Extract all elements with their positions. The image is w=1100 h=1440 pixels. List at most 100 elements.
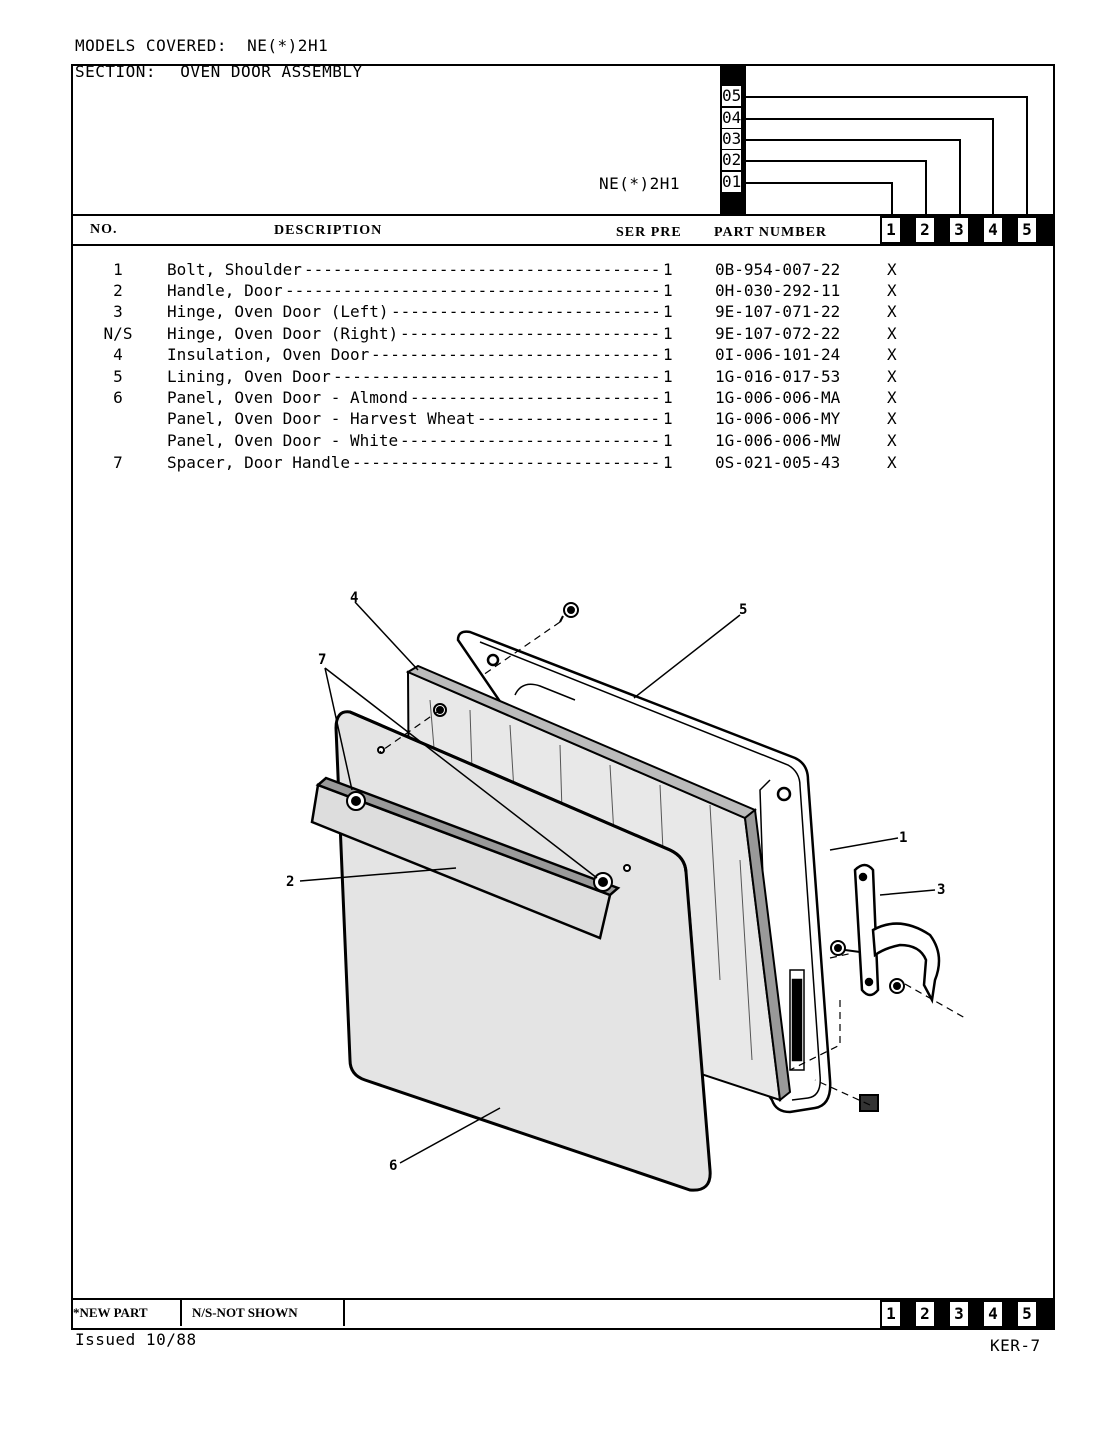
part-number: 0B-954-007-22 xyxy=(715,260,841,279)
leader-dashes: ----------------------------------------… xyxy=(371,345,662,364)
header-rule-top xyxy=(71,214,1053,216)
footer-rule xyxy=(71,1298,1053,1300)
leader-dashes: ----------------------------------------… xyxy=(352,453,662,472)
leader-dashes: ----------------------------------------… xyxy=(304,260,662,279)
page-code: KER-7 xyxy=(990,1336,1041,1355)
model-code: NE(*)2H1 xyxy=(599,174,681,193)
models-covered-value: NE(*)2H1 xyxy=(247,36,329,55)
col-ser-pre: SER PRE xyxy=(616,225,682,240)
part-no: 6 xyxy=(113,388,123,407)
callout-1: 1 xyxy=(899,830,907,846)
part-mark: X xyxy=(887,388,897,407)
part-number: 1G-006-006-MW xyxy=(715,431,841,450)
part-number: 1G-006-006-MY xyxy=(715,409,841,428)
leader-dashes: ----------------------------------------… xyxy=(410,388,662,407)
part-description: Handle, Door xyxy=(167,281,283,300)
new-part-legend: *NEW PART xyxy=(73,1305,148,1320)
part-mark: X xyxy=(887,281,897,300)
parts-list: 1 Bolt, Shoulder 1 0B-954-007-22 X -----… xyxy=(0,260,1100,480)
check-col-2: 2 xyxy=(916,218,934,242)
leader-dashes: ----------------------------------------… xyxy=(477,409,662,428)
part-no: 2 xyxy=(113,281,123,300)
part-qty: 1 xyxy=(663,409,673,428)
page-frame xyxy=(71,64,1055,1330)
serial-prefix-02: 02 xyxy=(722,150,742,170)
part-qty: 1 xyxy=(663,260,673,279)
footer-check-1: 1 xyxy=(882,1302,900,1326)
part-qty: 1 xyxy=(663,302,673,321)
part-description: Lining, Oven Door xyxy=(167,367,331,386)
callout-4: 4 xyxy=(350,590,358,606)
part-description: Hinge, Oven Door (Left) xyxy=(167,302,389,321)
check-col-4: 4 xyxy=(984,218,1002,242)
col-description: DESCRIPTION xyxy=(274,223,383,238)
exploded-diagram: 4 5 7 2 6 1 3 xyxy=(286,590,966,1192)
part-number: 1G-016-017-53 xyxy=(715,367,841,386)
callout-leaders xyxy=(299,601,936,1164)
serial-prefix-05: 05 xyxy=(722,86,742,106)
models-covered: MODELS COVERED: NE(*)2H1 xyxy=(75,36,328,55)
part-description: Panel, Oven Door - White xyxy=(167,431,399,450)
part-no: N/S xyxy=(103,324,133,343)
prefix-connector-lines xyxy=(746,96,1028,218)
part-mark: X xyxy=(887,453,897,472)
leader-dashes: ----------------------------------------… xyxy=(400,324,662,343)
part-number: 0I-006-101-24 xyxy=(715,345,841,364)
part-number: 0S-021-005-43 xyxy=(715,453,841,472)
footer-check-3: 3 xyxy=(950,1302,968,1326)
leader-dashes: ----------------------------------------… xyxy=(400,431,662,450)
footer-divider-1 xyxy=(180,1300,182,1326)
spacer-door-handle xyxy=(346,703,631,892)
section-title: SECTION: OVEN DOOR ASSEMBLY xyxy=(75,62,363,81)
leader-dashes: ----------------------------------------… xyxy=(285,281,662,300)
footer-check-2: 2 xyxy=(916,1302,934,1326)
part-mark: X xyxy=(887,409,897,428)
serial-prefix-04: 04 xyxy=(722,108,742,128)
leader-dashes: ----------------------------------------… xyxy=(333,367,662,386)
check-col-5: 5 xyxy=(1018,218,1036,242)
footer-divider-2 xyxy=(343,1300,345,1326)
serial-prefix-03: 03 xyxy=(722,129,742,149)
callout-5: 5 xyxy=(739,602,747,618)
col-part-number: PART NUMBER xyxy=(714,225,828,240)
part-qty: 1 xyxy=(663,324,673,343)
callout-2: 2 xyxy=(286,874,294,890)
part-no: 4 xyxy=(113,345,123,364)
part-description: Hinge, Oven Door (Right) xyxy=(167,324,399,343)
part-description: Bolt, Shoulder xyxy=(167,260,302,279)
part-qty: 1 xyxy=(663,345,673,364)
part-no: 1 xyxy=(113,260,123,279)
part-qty: 1 xyxy=(663,453,673,472)
leader-dashes: ----------------------------------------… xyxy=(391,302,662,321)
part-qty: 1 xyxy=(663,431,673,450)
part-no: 7 xyxy=(113,453,123,472)
part-number: 0H-030-292-11 xyxy=(715,281,841,300)
part-mark: X xyxy=(887,345,897,364)
part-qty: 1 xyxy=(663,367,673,386)
part-mark: X xyxy=(887,260,897,279)
part-description: Panel, Oven Door - Almond xyxy=(167,388,408,407)
section-label: SECTION: xyxy=(75,62,157,81)
callout-3: 3 xyxy=(937,882,945,898)
assembly-guides xyxy=(379,621,966,1106)
handle-door xyxy=(310,776,621,940)
part-mark: X xyxy=(887,431,897,450)
footer-check-5: 5 xyxy=(1018,1302,1036,1326)
header-rule-bottom xyxy=(71,244,1053,246)
footer-check-4: 4 xyxy=(984,1302,1002,1326)
part-no: 5 xyxy=(113,367,123,386)
part-number: 1G-006-006-MA xyxy=(715,388,841,407)
callout-6: 6 xyxy=(389,1158,397,1174)
part-no: 3 xyxy=(113,302,123,321)
part-number: 9E-107-071-22 xyxy=(715,302,841,321)
part-mark: X xyxy=(887,367,897,386)
check-col-1: 1 xyxy=(882,218,900,242)
part-qty: 1 xyxy=(663,281,673,300)
part-description: Panel, Oven Door - Harvest Wheat xyxy=(167,409,476,428)
check-col-3: 3 xyxy=(950,218,968,242)
part-mark: X xyxy=(887,302,897,321)
serial-prefix-01: 01 xyxy=(722,172,742,192)
part-description: Insulation, Oven Door xyxy=(167,345,370,364)
part-description: Spacer, Door Handle xyxy=(167,453,351,472)
shoulder-bolt xyxy=(559,602,905,1112)
